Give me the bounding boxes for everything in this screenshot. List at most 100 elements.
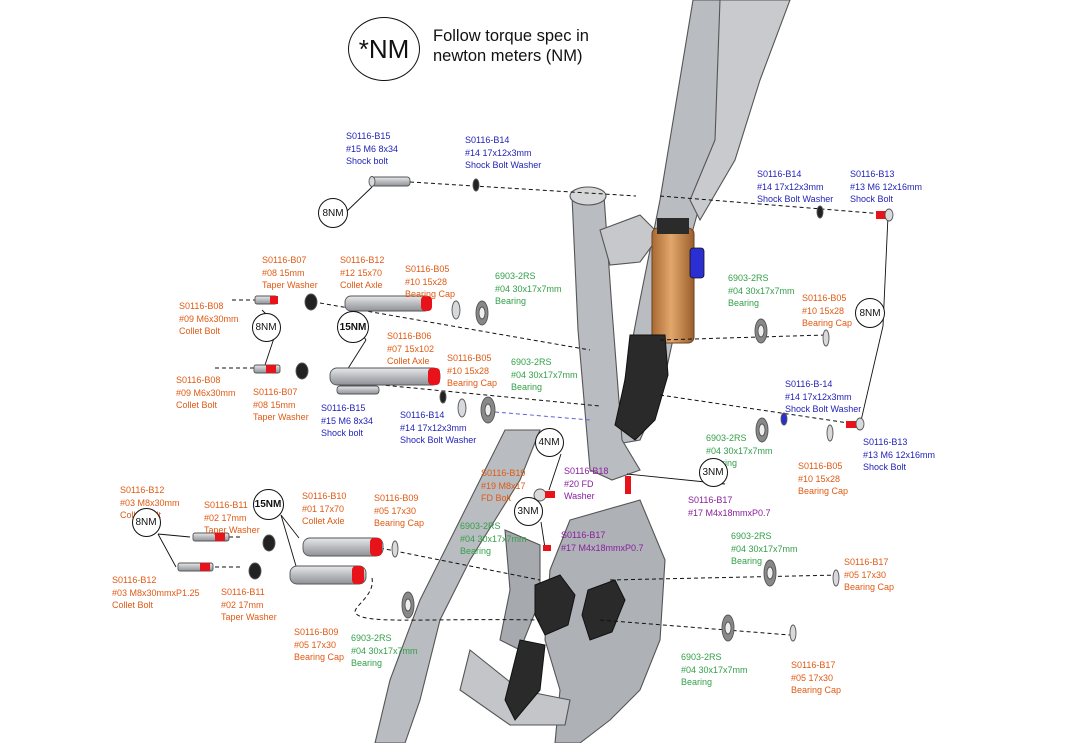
part-label-line: Bearing Cap — [405, 289, 456, 299]
part-label-line: #05 17x30 — [374, 505, 417, 516]
part-label-line: Bearing Cap — [374, 518, 425, 528]
part-label-line: #04 30x17x7mm — [681, 664, 748, 675]
legend-symbol: *NM — [348, 17, 420, 81]
part-label-line: #12 15x70 — [340, 267, 383, 278]
part-label-line: Shock Bolt — [863, 462, 907, 472]
part-label-line: S0116-B05 — [802, 293, 847, 303]
part-label-line: Shock bolt — [346, 156, 389, 166]
legend-line-1: Follow torque spec in — [433, 27, 589, 45]
part-label-line: #17 M4x18mmxP0.7 — [688, 507, 771, 518]
part-label-line: Bearing Cap — [447, 378, 498, 388]
part-label-line: S0116-B07 — [253, 387, 298, 397]
part-label-line: Bearing — [511, 382, 543, 392]
part-label-line: Shock Bolt Washer — [465, 160, 542, 170]
part-label-line: S0116-B14 — [465, 135, 510, 145]
part-label-line: #04 30x17x7mm — [460, 533, 527, 544]
frame-seatstay — [374, 429, 541, 743]
torque-mark-t-8nm-a: 8NM — [318, 198, 348, 228]
part-label-line: Shock bolt — [321, 428, 364, 438]
part-label-line: S0116-B12 — [112, 575, 157, 585]
part-label-line: #14 17x12x3mm — [757, 181, 824, 192]
lower-link — [504, 574, 626, 721]
part-label-line: S0116-B17 — [561, 530, 606, 540]
legend-text: Follow torque spec in newton meters (NM) — [433, 26, 589, 66]
part-label-line: Shock Bolt Washer — [400, 435, 477, 445]
part-label-b17-a: S0116-B17 #17 M4x18mmxP0.7 — [688, 494, 771, 519]
part-label-line: S0116-B05 — [798, 461, 843, 471]
part-label-line: #08 15mm — [253, 399, 296, 410]
part-label-line: S0116-B15 — [346, 131, 391, 141]
part-label-line: S0116-B15 — [321, 403, 366, 413]
torque-mark-t-4nm: 4NM — [534, 427, 564, 457]
part-label-line: Bearing Cap — [802, 318, 853, 328]
part-label-line: S0116-B17 — [791, 660, 836, 670]
part-label-line: Bearing Cap — [844, 582, 895, 592]
part-label-line: #05 17x30 — [294, 639, 337, 650]
part-label-line: S0116-B09 — [294, 627, 339, 637]
part-label-line: Taper Washer — [253, 412, 309, 422]
frame-top-tube-edge — [689, 0, 791, 222]
part-label-line: #14 17x12x3mm — [465, 147, 532, 158]
hardware — [177, 176, 894, 642]
part-label-line: Collet Bolt — [176, 400, 218, 410]
part-label-line: 6903-2RS — [728, 273, 769, 283]
part-label-line: #19 M8x17 — [481, 480, 526, 491]
frame-rocker — [599, 214, 661, 266]
part-label-line: Shock Bolt Washer — [757, 194, 834, 204]
part-label-line: Washer — [564, 491, 595, 501]
part-label-line: #04 30x17x7mm — [511, 369, 578, 380]
part-label-line: #10 15x28 — [447, 365, 490, 376]
part-label-line: S0116-B10 — [302, 491, 347, 501]
part-label-line: S0116-B05 — [405, 264, 450, 274]
part-label-line: #07 15x102 — [387, 343, 435, 354]
part-label-line: Shock Bolt — [850, 194, 894, 204]
part-label-line: #04 30x17x7mm — [706, 445, 773, 456]
part-label-line: #04 30x17x7mm — [728, 285, 795, 296]
part-label-line: 6903-2RS — [351, 633, 392, 643]
part-label-line: Collet Axle — [302, 516, 345, 526]
part-label-line: #13 M6 12x16mm — [850, 181, 923, 192]
part-label-line: S0116-B05 — [447, 353, 492, 363]
part-label-line: S0116-B12 — [340, 255, 385, 265]
part-label-line: Collet Axle — [340, 280, 383, 290]
part-label-line: #10 15x28 — [405, 276, 448, 287]
torque-mark-t-15nm-b: 15NM — [252, 488, 284, 520]
part-label-line: #13 M6 12x16mm — [863, 449, 936, 460]
part-label-line: S0116-B17 — [688, 495, 733, 505]
part-label-line: Bearing Cap — [294, 652, 345, 662]
part-label-line: 6903-2RS — [460, 521, 501, 531]
part-label-line: #04 30x17x7mm — [351, 645, 418, 656]
part-label-line: #03 M8x30mmxP1.25 — [112, 587, 200, 598]
part-label-line: Bearing — [731, 556, 763, 566]
part-label-line: S0116-B11 — [204, 500, 248, 510]
part-label-line: S0116-B-14 — [785, 379, 833, 389]
part-label-line: Bearing Cap — [798, 486, 849, 496]
part-label-line: S0116-B13 — [850, 169, 895, 179]
part-label-line: Taper Washer — [221, 612, 277, 622]
part-label-line: S0116-B13 — [863, 437, 908, 447]
part-label-line: #04 30x17x7mm — [495, 283, 562, 294]
torque-mark-t-8nm-c: 8NM — [131, 507, 161, 537]
part-label-line: 6903-2RS — [495, 271, 536, 281]
part-label-line: S0116-B18 — [564, 466, 609, 476]
part-label-line: #02 17mm — [204, 512, 247, 523]
part-label-line: #14 17x12x3mm — [400, 422, 467, 433]
